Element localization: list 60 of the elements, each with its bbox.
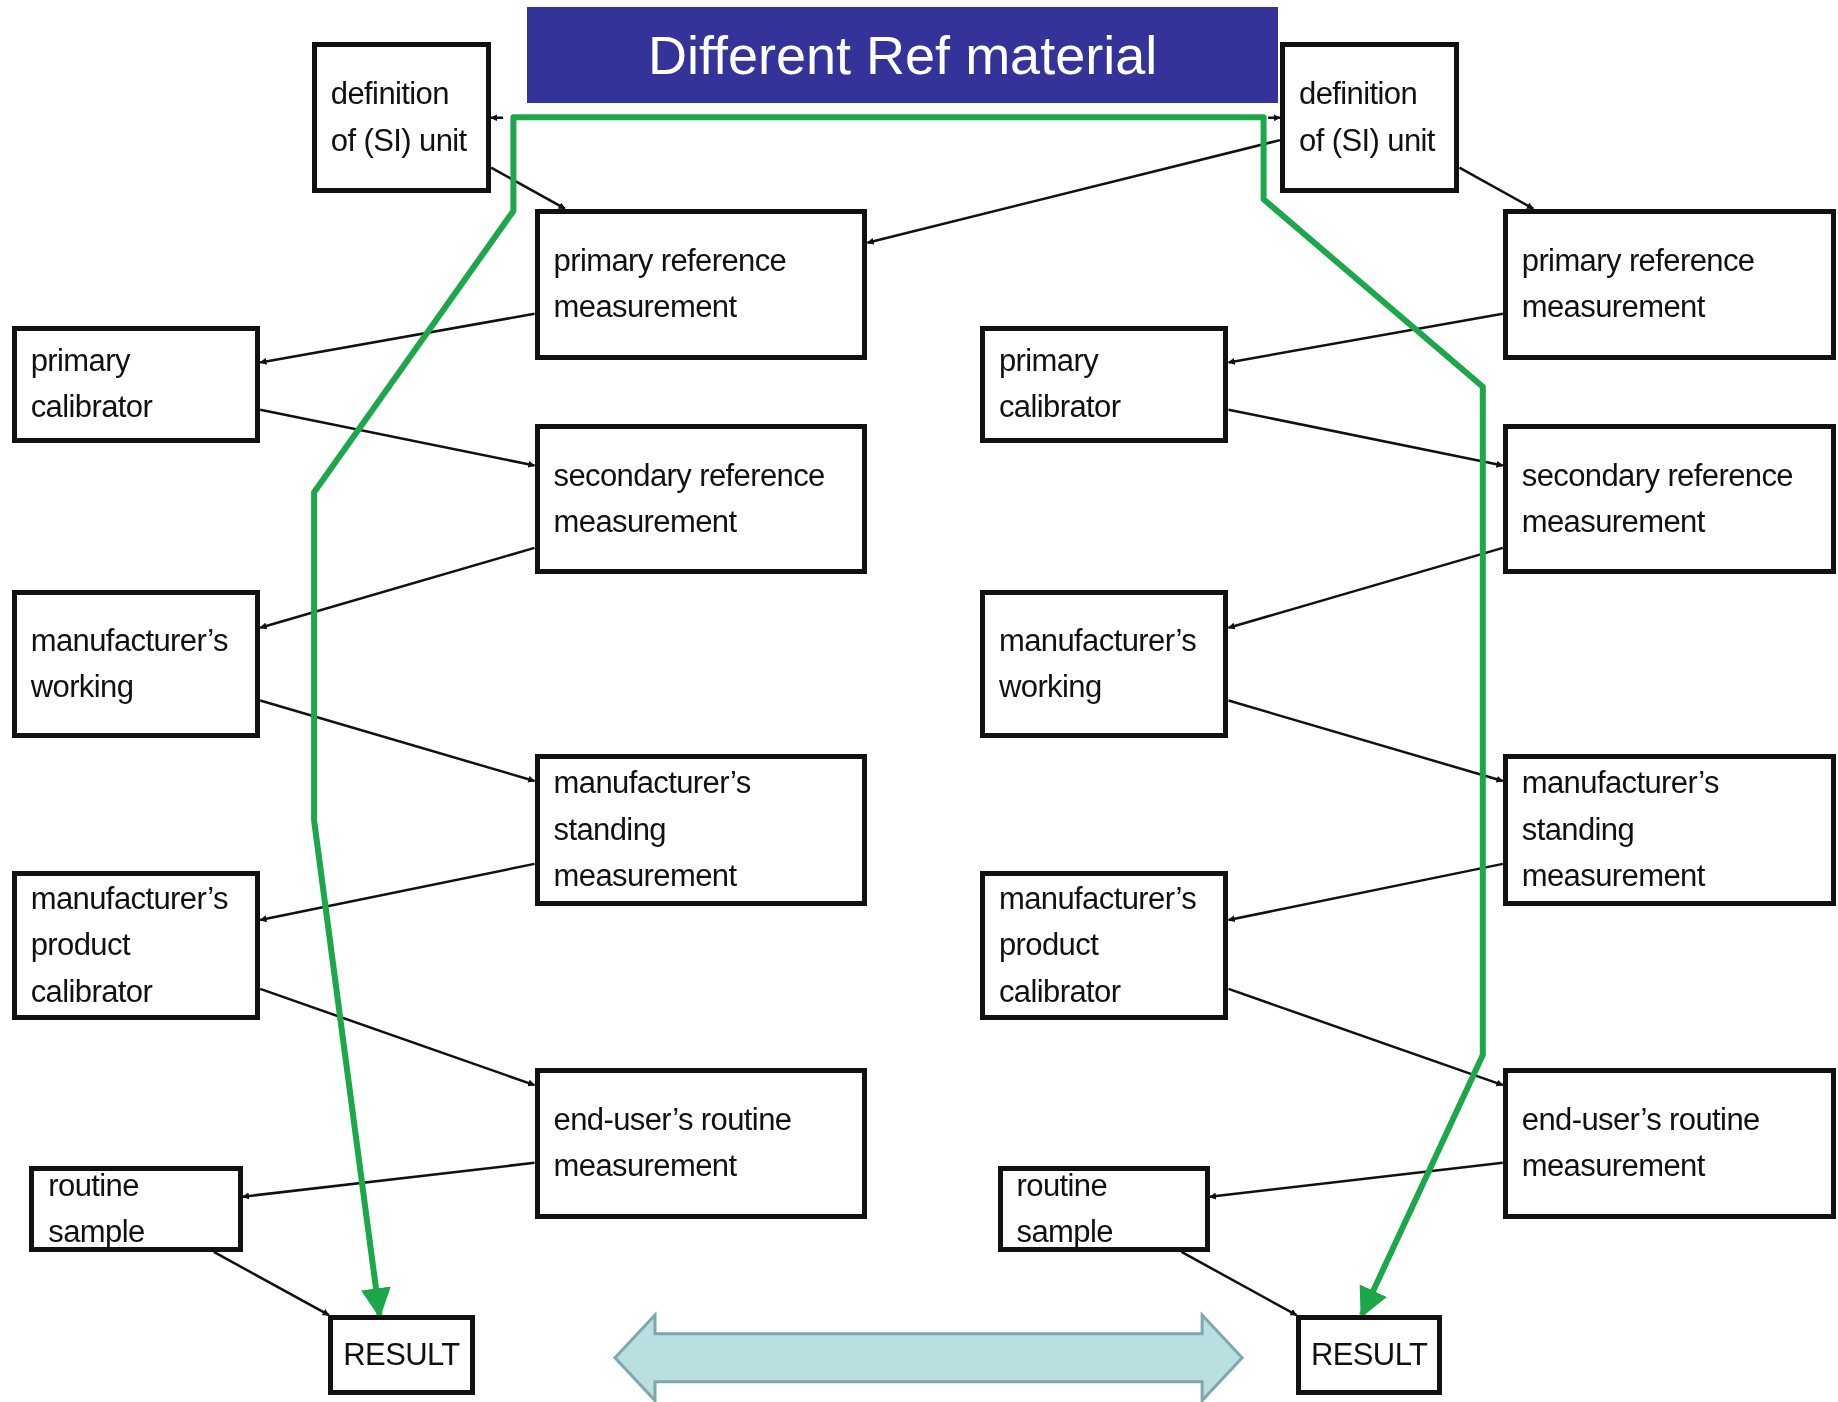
arrow bbox=[213, 1250, 330, 1317]
arrow bbox=[259, 408, 536, 468]
box-label: routine sample bbox=[1016, 1166, 1114, 1252]
box-label: routine sample bbox=[48, 1166, 146, 1252]
process-box bbox=[979, 325, 1229, 444]
arrow bbox=[1228, 987, 1504, 1087]
arrow bbox=[1209, 1161, 1503, 1200]
process-box bbox=[997, 1166, 1210, 1252]
box-label: manufacturer’s standing measurement bbox=[553, 764, 752, 896]
box-label: RESULT bbox=[1310, 1335, 1428, 1374]
process-box bbox=[534, 753, 868, 907]
title-banner: Different Ref material bbox=[527, 7, 1278, 104]
box-label: manufacturer’s working bbox=[998, 621, 1198, 707]
box-label: manufacturer’s working bbox=[30, 621, 229, 707]
process-box bbox=[328, 1315, 475, 1395]
box-label: primary calibrator bbox=[30, 341, 154, 427]
arrow bbox=[259, 699, 536, 783]
process-box bbox=[29, 1166, 243, 1252]
process-box bbox=[979, 589, 1229, 739]
box-label: primary reference measurement bbox=[553, 241, 788, 327]
box-label: primary calibrator bbox=[998, 341, 1122, 427]
arrow bbox=[1227, 546, 1504, 630]
arrow bbox=[259, 312, 535, 365]
process-box bbox=[1280, 42, 1460, 194]
box-label: definition of (SI) unit bbox=[1299, 75, 1436, 160]
arrow bbox=[866, 138, 1281, 245]
process-box bbox=[11, 325, 261, 444]
process-box bbox=[1502, 208, 1836, 360]
process-box bbox=[1502, 753, 1836, 907]
process-box bbox=[11, 870, 261, 1020]
arrow bbox=[1228, 699, 1504, 783]
arrow bbox=[259, 987, 536, 1087]
arrow bbox=[1458, 166, 1534, 210]
box-label: secondary reference measurement bbox=[553, 456, 826, 542]
process-box bbox=[979, 870, 1229, 1020]
box-label: primary reference measurement bbox=[1521, 241, 1756, 327]
box-label: RESULT bbox=[343, 1335, 460, 1374]
process-box bbox=[1296, 1315, 1442, 1395]
box-label: secondary reference measurement bbox=[1521, 456, 1794, 542]
process-box bbox=[1502, 424, 1836, 575]
arrow bbox=[241, 1161, 535, 1200]
arrow bbox=[1227, 312, 1503, 365]
process-box bbox=[534, 1067, 868, 1220]
arrow bbox=[1228, 408, 1504, 468]
process-box bbox=[534, 208, 868, 360]
process-box bbox=[11, 589, 261, 739]
arrow bbox=[259, 546, 535, 630]
arrow bbox=[259, 862, 535, 923]
process-box bbox=[311, 42, 492, 194]
box-label: manufacturer’s product calibrator bbox=[30, 879, 229, 1011]
box-label: manufacturer’s standing measurement bbox=[1521, 764, 1720, 896]
process-box bbox=[534, 424, 868, 575]
box-label: end-user’s routine measurement bbox=[553, 1100, 793, 1186]
arrow bbox=[1227, 862, 1504, 923]
process-box bbox=[1502, 1067, 1836, 1220]
box-label: definition of (SI) unit bbox=[330, 75, 468, 160]
box-label: manufacturer’s product calibrator bbox=[998, 879, 1198, 1011]
box-label: end-user’s routine measurement bbox=[1521, 1100, 1761, 1186]
arrow bbox=[1180, 1250, 1298, 1317]
arrow bbox=[490, 166, 566, 210]
